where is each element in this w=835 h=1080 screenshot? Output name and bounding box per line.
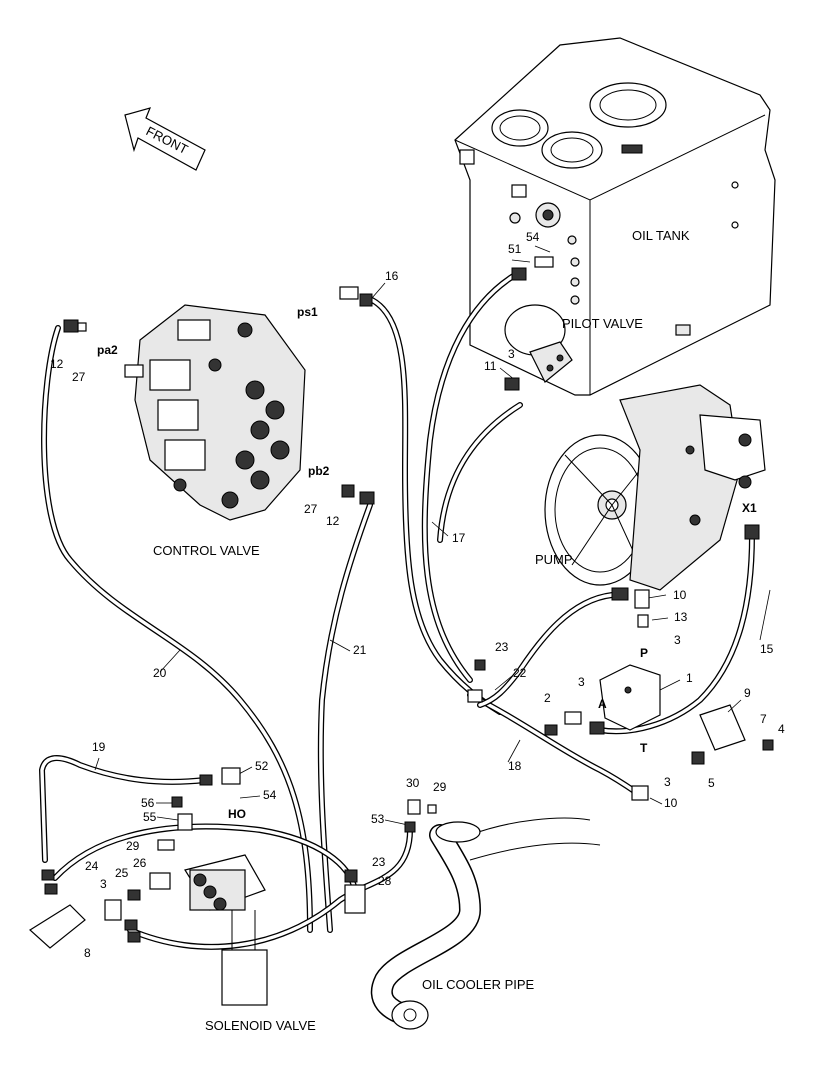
callout-3-a: 3 [508, 347, 515, 361]
leader-lines [94, 245, 771, 826]
callout-18: 18 [508, 759, 522, 773]
callout-54-b: 54 [263, 788, 277, 802]
callout-9: 9 [744, 686, 751, 700]
callout-2: 2 [544, 691, 551, 705]
callout-23-a: 23 [495, 640, 509, 654]
port-t: T [640, 741, 648, 755]
callout-27-b: 27 [304, 502, 318, 516]
callout-8: 8 [84, 946, 91, 960]
callout-16: 16 [385, 269, 399, 283]
solenoid-valve: SOLENOID VALVE [184, 854, 316, 1033]
callout-3-c: 3 [674, 633, 681, 647]
callout-5: 5 [708, 776, 715, 790]
pilot-valve: PILOT VALVE [504, 304, 643, 383]
callout-54-a: 54 [526, 230, 540, 244]
port-ho: HO [228, 807, 246, 821]
port-x1: X1 [742, 501, 757, 515]
callout-12-b: 12 [326, 514, 340, 528]
control-valve-label: CONTROL VALVE [153, 543, 260, 558]
callout-55: 55 [143, 810, 157, 824]
callout-19: 19 [92, 740, 106, 754]
callout-15: 15 [760, 642, 774, 656]
control-valve: CONTROL VALVE [124, 304, 306, 558]
port-a: A [598, 697, 607, 711]
hoses [39, 269, 755, 950]
callout-12-a: 12 [50, 357, 64, 371]
callout-17: 17 [452, 531, 466, 545]
callout-56: 56 [141, 796, 155, 810]
port-pa2: pa2 [97, 343, 118, 357]
fittings [41, 256, 774, 943]
callouts: 1 2 3 3 3 3 3 4 5 7 8 9 10 10 11 12 12 1… [50, 230, 785, 960]
callout-10-a: 10 [673, 588, 687, 602]
oil-tank: OIL TANK [454, 37, 776, 396]
port-pb2: pb2 [308, 464, 330, 478]
pump-label: PUMP [535, 552, 573, 567]
oil-tank-label: OIL TANK [632, 228, 690, 243]
callout-20: 20 [153, 666, 167, 680]
callout-3-d: 3 [664, 775, 671, 789]
callout-53: 53 [371, 812, 385, 826]
port-ps1: ps1 [297, 305, 318, 319]
pilot-valve-label: PILOT VALVE [562, 316, 643, 331]
pump: PUMP [535, 384, 766, 591]
callout-27-a: 27 [72, 370, 86, 384]
callout-28: 28 [378, 874, 392, 888]
callout-29-b: 29 [126, 839, 140, 853]
callout-29-a: 29 [433, 780, 447, 794]
callout-3-b: 3 [578, 675, 585, 689]
callout-25: 25 [115, 866, 129, 880]
callout-51: 51 [508, 242, 522, 256]
bracket-8 [29, 904, 86, 949]
component-1-block [599, 664, 661, 731]
oil-cooler-pipe: OIL COOLER PIPE [370, 817, 601, 1030]
bracket-9 [699, 704, 746, 751]
solenoid-valve-label: SOLENOID VALVE [205, 1018, 316, 1033]
callout-26: 26 [133, 856, 147, 870]
callout-52: 52 [255, 759, 269, 773]
callout-11: 11 [484, 359, 497, 373]
callout-4: 4 [778, 722, 785, 736]
front-arrow: FRONT [124, 107, 206, 171]
callout-3-e: 3 [100, 877, 107, 891]
callout-13: 13 [674, 610, 688, 624]
callout-1: 1 [686, 671, 693, 685]
callout-22: 22 [513, 666, 527, 680]
callout-24: 24 [85, 859, 99, 873]
callout-10-b: 10 [664, 796, 678, 810]
callout-23-b: 23 [372, 855, 386, 869]
port-p: P [640, 646, 648, 660]
callout-30: 30 [406, 776, 420, 790]
callout-21: 21 [353, 643, 367, 657]
oil-cooler-pipe-label: OIL COOLER PIPE [422, 977, 535, 992]
callout-7: 7 [760, 712, 767, 726]
